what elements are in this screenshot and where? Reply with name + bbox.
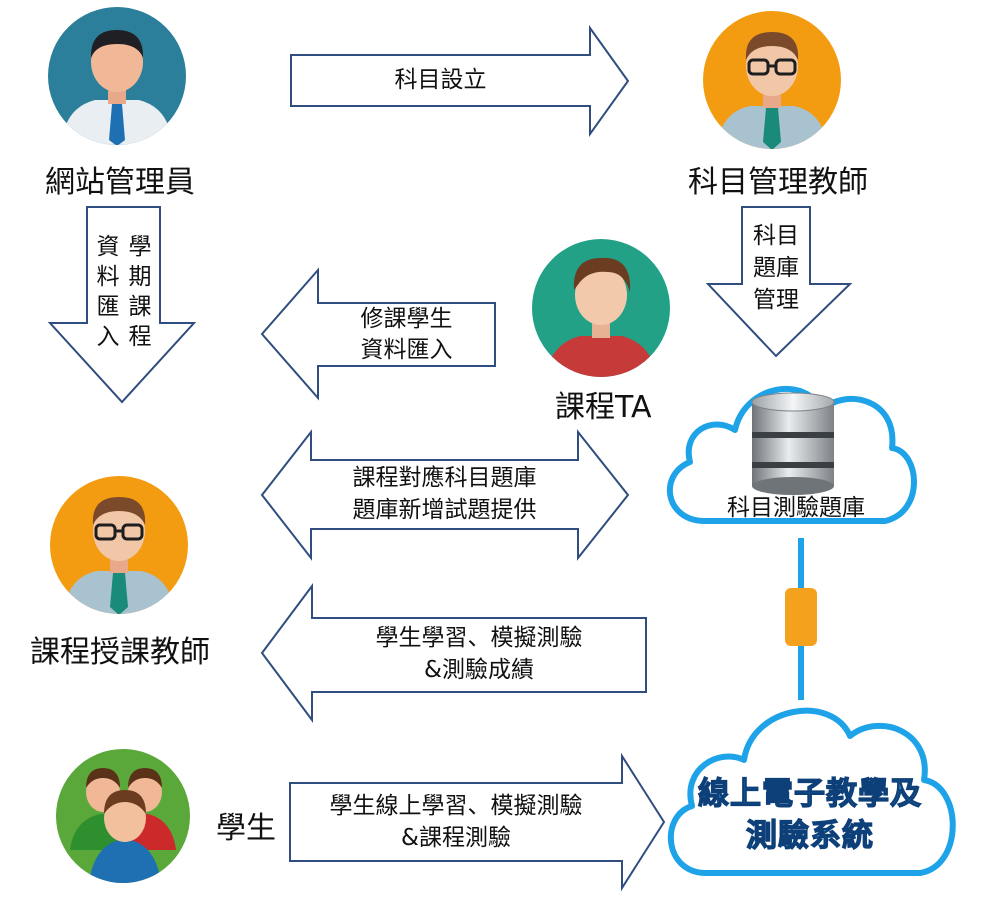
arrow-subject-setup (290, 24, 630, 138)
subject-teacher-label: 科目管理教師 (688, 165, 868, 200)
enroll-line2-text: 資料匯入 (360, 337, 453, 363)
course-teacher-label: 課程授課教師 (30, 635, 210, 670)
arrow-term-course-import (47, 206, 197, 404)
database-icon (751, 392, 835, 495)
system-title-line2: 測驗系統 (745, 817, 874, 854)
arrow-bank-management (705, 206, 853, 358)
mapping-line2-text: 題庫新增試題提供 (352, 497, 537, 523)
subject-setup-text: 科目設立 (394, 67, 487, 93)
system-cloud (667, 707, 956, 876)
bank-manage-line2-text: 題庫 (753, 255, 799, 281)
system-title-line1: 線上電子教學及 (697, 775, 922, 812)
arrow-learning-results (260, 582, 647, 724)
results-line2-text: &測驗成績 (424, 657, 534, 683)
arrow-student-learning (289, 752, 666, 892)
student-label: 學生 (216, 811, 276, 846)
question-bank-label: 科目測驗題庫 (727, 495, 865, 521)
student-learning-line1-text: 學生線上學習、模擬測驗 (329, 793, 583, 819)
arrow-enroll-import (260, 267, 496, 401)
course-teacher-avatar-icon (50, 476, 188, 614)
mapping-line1-text: 課程對應科目題庫 (352, 465, 537, 491)
ta-label: 課程TA (555, 390, 652, 425)
admin-avatar-icon (48, 7, 186, 145)
results-line1-text: 學生學習、模擬測驗 (375, 625, 583, 651)
cloud-connector (785, 538, 817, 700)
arrow-bank-mapping (260, 429, 630, 561)
term-course-col2-text: 資料匯入 (96, 234, 120, 350)
bank-manage-line1-text: 科目 (753, 223, 799, 249)
admin-label: 網站管理員 (45, 165, 195, 200)
ta-avatar-icon (532, 239, 670, 377)
term-course-col1-text: 學期課程 (128, 234, 152, 350)
subject-teacher-avatar-icon (703, 11, 841, 149)
students-group-icon (56, 749, 190, 883)
enroll-line1-text: 修課學生 (360, 306, 453, 332)
student-learning-line2-text: &課程測驗 (401, 825, 511, 851)
bank-manage-line3-text: 管理 (753, 287, 799, 313)
